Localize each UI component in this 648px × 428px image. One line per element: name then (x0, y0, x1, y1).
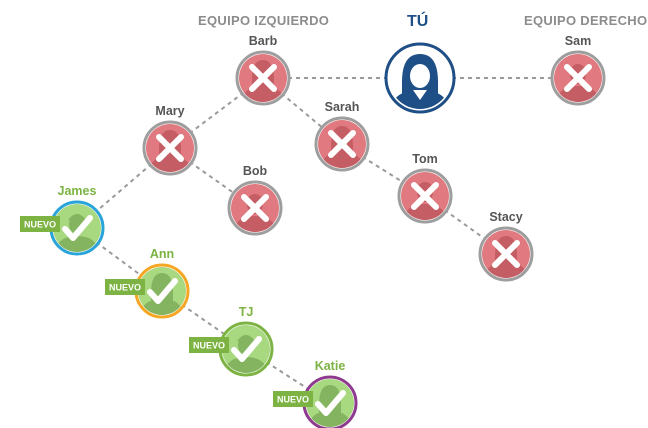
member-name: Sarah (325, 100, 360, 114)
x-icon (411, 182, 439, 210)
x-icon (156, 134, 184, 162)
check-icon (147, 278, 178, 304)
member-node-bob[interactable]: Bob (227, 164, 283, 236)
new-badge-label: NUEVO (193, 341, 225, 351)
new-badge-label: NUEVO (109, 283, 141, 293)
member-name: Barb (249, 34, 278, 48)
you-node[interactable] (384, 42, 456, 114)
member-name: Ann (150, 247, 174, 261)
you-header: TÚ (407, 13, 429, 30)
x-icon (241, 194, 269, 222)
x-icon (492, 240, 520, 268)
new-badge: NUEVO (20, 216, 60, 232)
new-badge: NUEVO (189, 337, 229, 353)
member-name: Katie (315, 359, 346, 373)
check-icon (231, 336, 262, 362)
new-badge-label: NUEVO (24, 220, 56, 230)
member-node-tj[interactable]: TJ NUEVO (189, 305, 274, 377)
member-name: James (58, 184, 97, 198)
member-node-sarah[interactable]: Sarah (314, 100, 370, 172)
member-node-mary[interactable]: Mary (142, 104, 198, 176)
check-icon (62, 215, 93, 241)
left-team-header: EQUIPO IZQUIERDO (198, 13, 330, 28)
member-name: Bob (243, 164, 268, 178)
member-node-sam[interactable]: Sam (550, 34, 606, 106)
member-name: TJ (239, 305, 254, 319)
x-icon (249, 64, 277, 92)
female-avatar-icon (308, 385, 352, 427)
member-node-tom[interactable]: Tom (397, 152, 453, 224)
new-badge-label: NUEVO (277, 395, 309, 405)
new-badge: NUEVO (273, 391, 313, 407)
x-icon (564, 64, 592, 92)
new-badge: NUEVO (105, 279, 145, 295)
member-name: Sam (565, 34, 591, 48)
member-name: Stacy (489, 210, 522, 224)
member-name: Mary (155, 104, 184, 118)
member-node-barb[interactable]: Barb (235, 34, 291, 106)
x-icon (328, 130, 356, 158)
male-avatar-icon (55, 214, 99, 252)
member-name: Tom (412, 152, 437, 166)
right-team-header: EQUIPO DERECHO (524, 13, 648, 28)
member-node-stacy[interactable]: Stacy (478, 210, 534, 282)
check-icon (315, 390, 346, 416)
